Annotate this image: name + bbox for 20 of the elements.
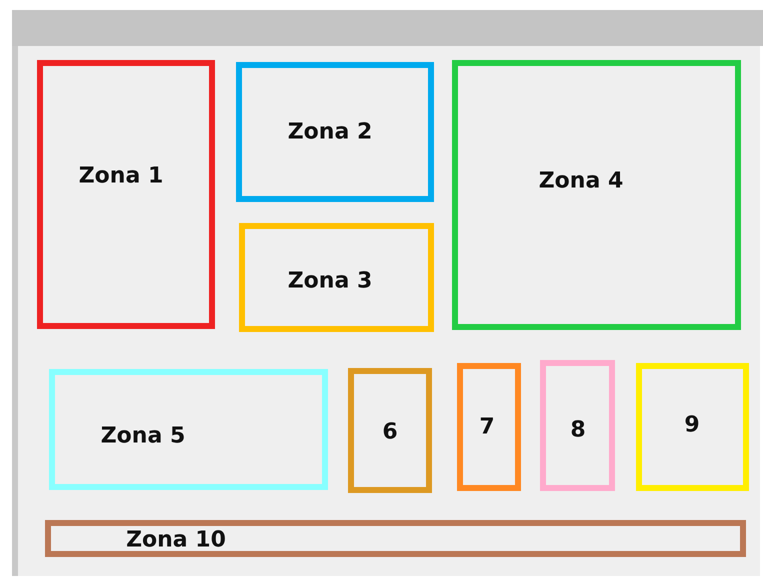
- zone-box: [49, 369, 328, 490]
- zone-box: [236, 62, 434, 202]
- zone-label: Zona 10: [126, 528, 226, 552]
- zone-label: 9: [684, 412, 700, 438]
- zone-box: [452, 60, 741, 330]
- zone-box: [540, 360, 615, 491]
- zone-label: 8: [570, 418, 586, 442]
- zone-label: Zona 3: [288, 268, 372, 294]
- zone-label: Zona 1: [78, 164, 164, 188]
- zone-label: 7: [479, 414, 495, 440]
- zone-box: [239, 223, 434, 332]
- zone-box: [348, 368, 432, 493]
- zone-label: 6: [382, 420, 398, 444]
- zone-label: Zona 5: [100, 424, 186, 448]
- zone-label: Zona 4: [538, 168, 624, 194]
- zone-box: [37, 60, 215, 329]
- zone-box: [45, 520, 746, 557]
- zone-box: [457, 363, 521, 491]
- zone-box: [636, 363, 749, 491]
- zone-label: Zona 2: [288, 120, 372, 144]
